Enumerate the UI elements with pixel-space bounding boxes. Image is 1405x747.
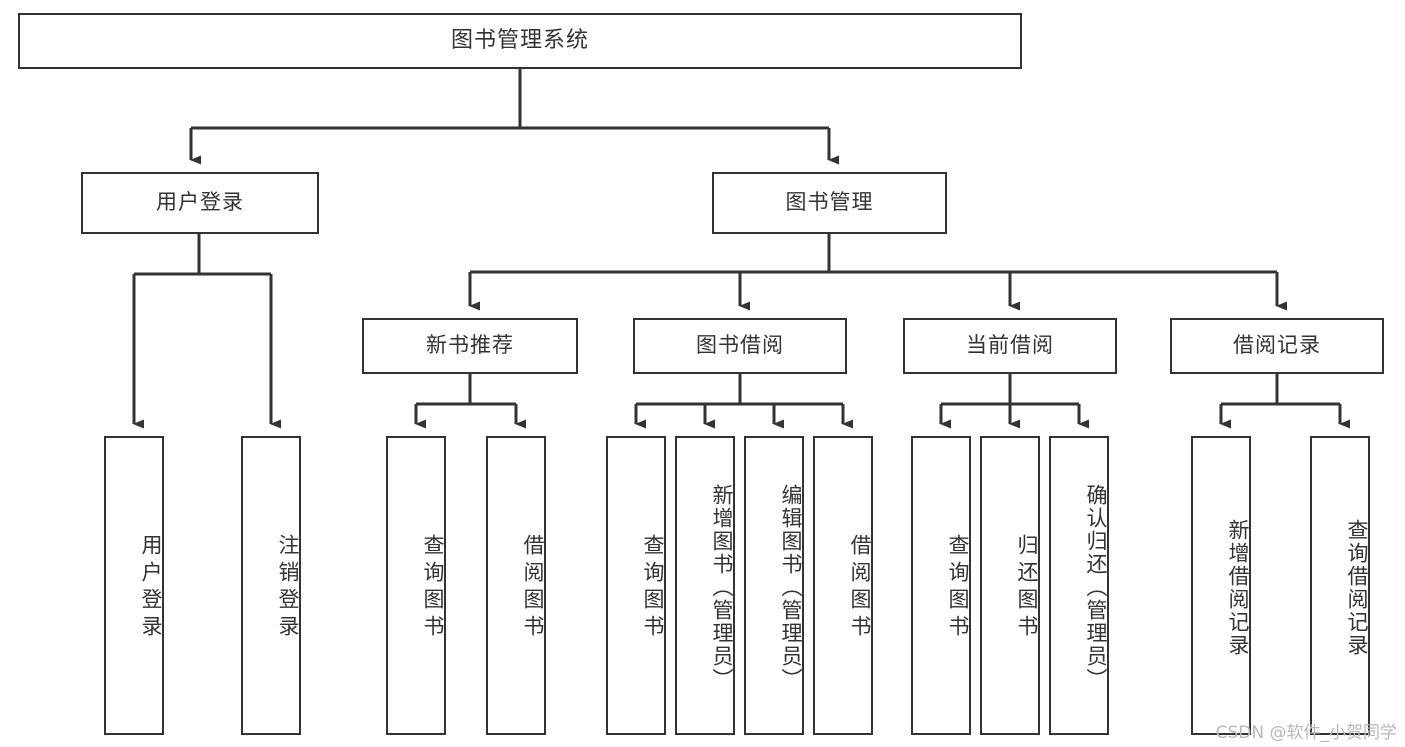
node-borrow-record-label: 借阅记录: [1233, 333, 1321, 358]
node-user-login[interactable]: 用户登录: [81, 172, 319, 234]
csdn-watermark: CSDN @软件_小贺同学: [1215, 723, 1397, 743]
leaf-current-confirm-return-admin[interactable]: 确认归还（管理员）: [1049, 436, 1109, 735]
leaf-borrow-query-book[interactable]: 查询图书: [606, 436, 666, 735]
node-book-manage-label: 图书管理: [785, 190, 874, 215]
leaf-record-add-record-label: 新增借阅记录: [1226, 518, 1250, 657]
leaf-user-login-logout[interactable]: 注销登录: [241, 436, 301, 735]
leaf-record-query-record[interactable]: 查询借阅记录: [1310, 436, 1370, 735]
node-current-borrow-label: 当前借阅: [966, 333, 1054, 358]
leaf-borrow-edit-book-admin[interactable]: 编辑图书（管理员）: [744, 436, 804, 735]
leaf-user-login-login-label: 用户登录: [139, 533, 163, 642]
leaf-borrow-borrow-book-label: 借阅图书: [848, 533, 872, 642]
leaf-recommend-borrow-book-label: 借阅图书: [521, 533, 545, 642]
leaf-current-return-book-label: 归还图书: [1015, 533, 1039, 642]
node-book-borrow-label: 图书借阅: [696, 333, 784, 358]
leaf-user-login-logout-label: 注销登录: [276, 533, 300, 642]
leaf-recommend-borrow-book[interactable]: 借阅图书: [486, 436, 546, 735]
leaf-user-login-login[interactable]: 用户登录: [104, 436, 164, 735]
leaf-current-confirm-return-admin-label: 确认归还（管理员）: [1084, 484, 1108, 691]
node-root-system-label: 图书管理系统: [450, 27, 589, 53]
leaf-record-query-record-label: 查询借阅记录: [1345, 518, 1369, 657]
node-new-book-recommend-label: 新书推荐: [426, 333, 514, 358]
leaf-recommend-query-book-label: 查询图书: [421, 533, 445, 642]
leaf-current-query-book[interactable]: 查询图书: [911, 436, 971, 735]
node-book-borrow[interactable]: 图书借阅: [633, 318, 847, 374]
node-borrow-record[interactable]: 借阅记录: [1170, 318, 1384, 374]
leaf-current-return-book[interactable]: 归还图书: [980, 436, 1040, 735]
leaf-borrow-edit-book-admin-label: 编辑图书（管理员）: [779, 484, 803, 691]
leaf-borrow-borrow-book[interactable]: 借阅图书: [813, 436, 873, 735]
node-book-manage[interactable]: 图书管理: [712, 172, 947, 234]
leaf-borrow-add-book-admin[interactable]: 新增图书（管理员）: [675, 436, 735, 735]
node-new-book-recommend[interactable]: 新书推荐: [362, 318, 578, 374]
leaf-record-add-record[interactable]: 新增借阅记录: [1191, 436, 1251, 735]
leaf-borrow-add-book-admin-label: 新增图书（管理员）: [710, 484, 734, 691]
leaf-current-query-book-label: 查询图书: [946, 533, 970, 642]
node-root-system[interactable]: 图书管理系统: [18, 13, 1022, 69]
leaf-borrow-query-book-label: 查询图书: [641, 533, 665, 642]
node-user-login-label: 用户登录: [156, 190, 244, 215]
node-current-borrow[interactable]: 当前借阅: [903, 318, 1117, 374]
leaf-recommend-query-book[interactable]: 查询图书: [386, 436, 446, 735]
